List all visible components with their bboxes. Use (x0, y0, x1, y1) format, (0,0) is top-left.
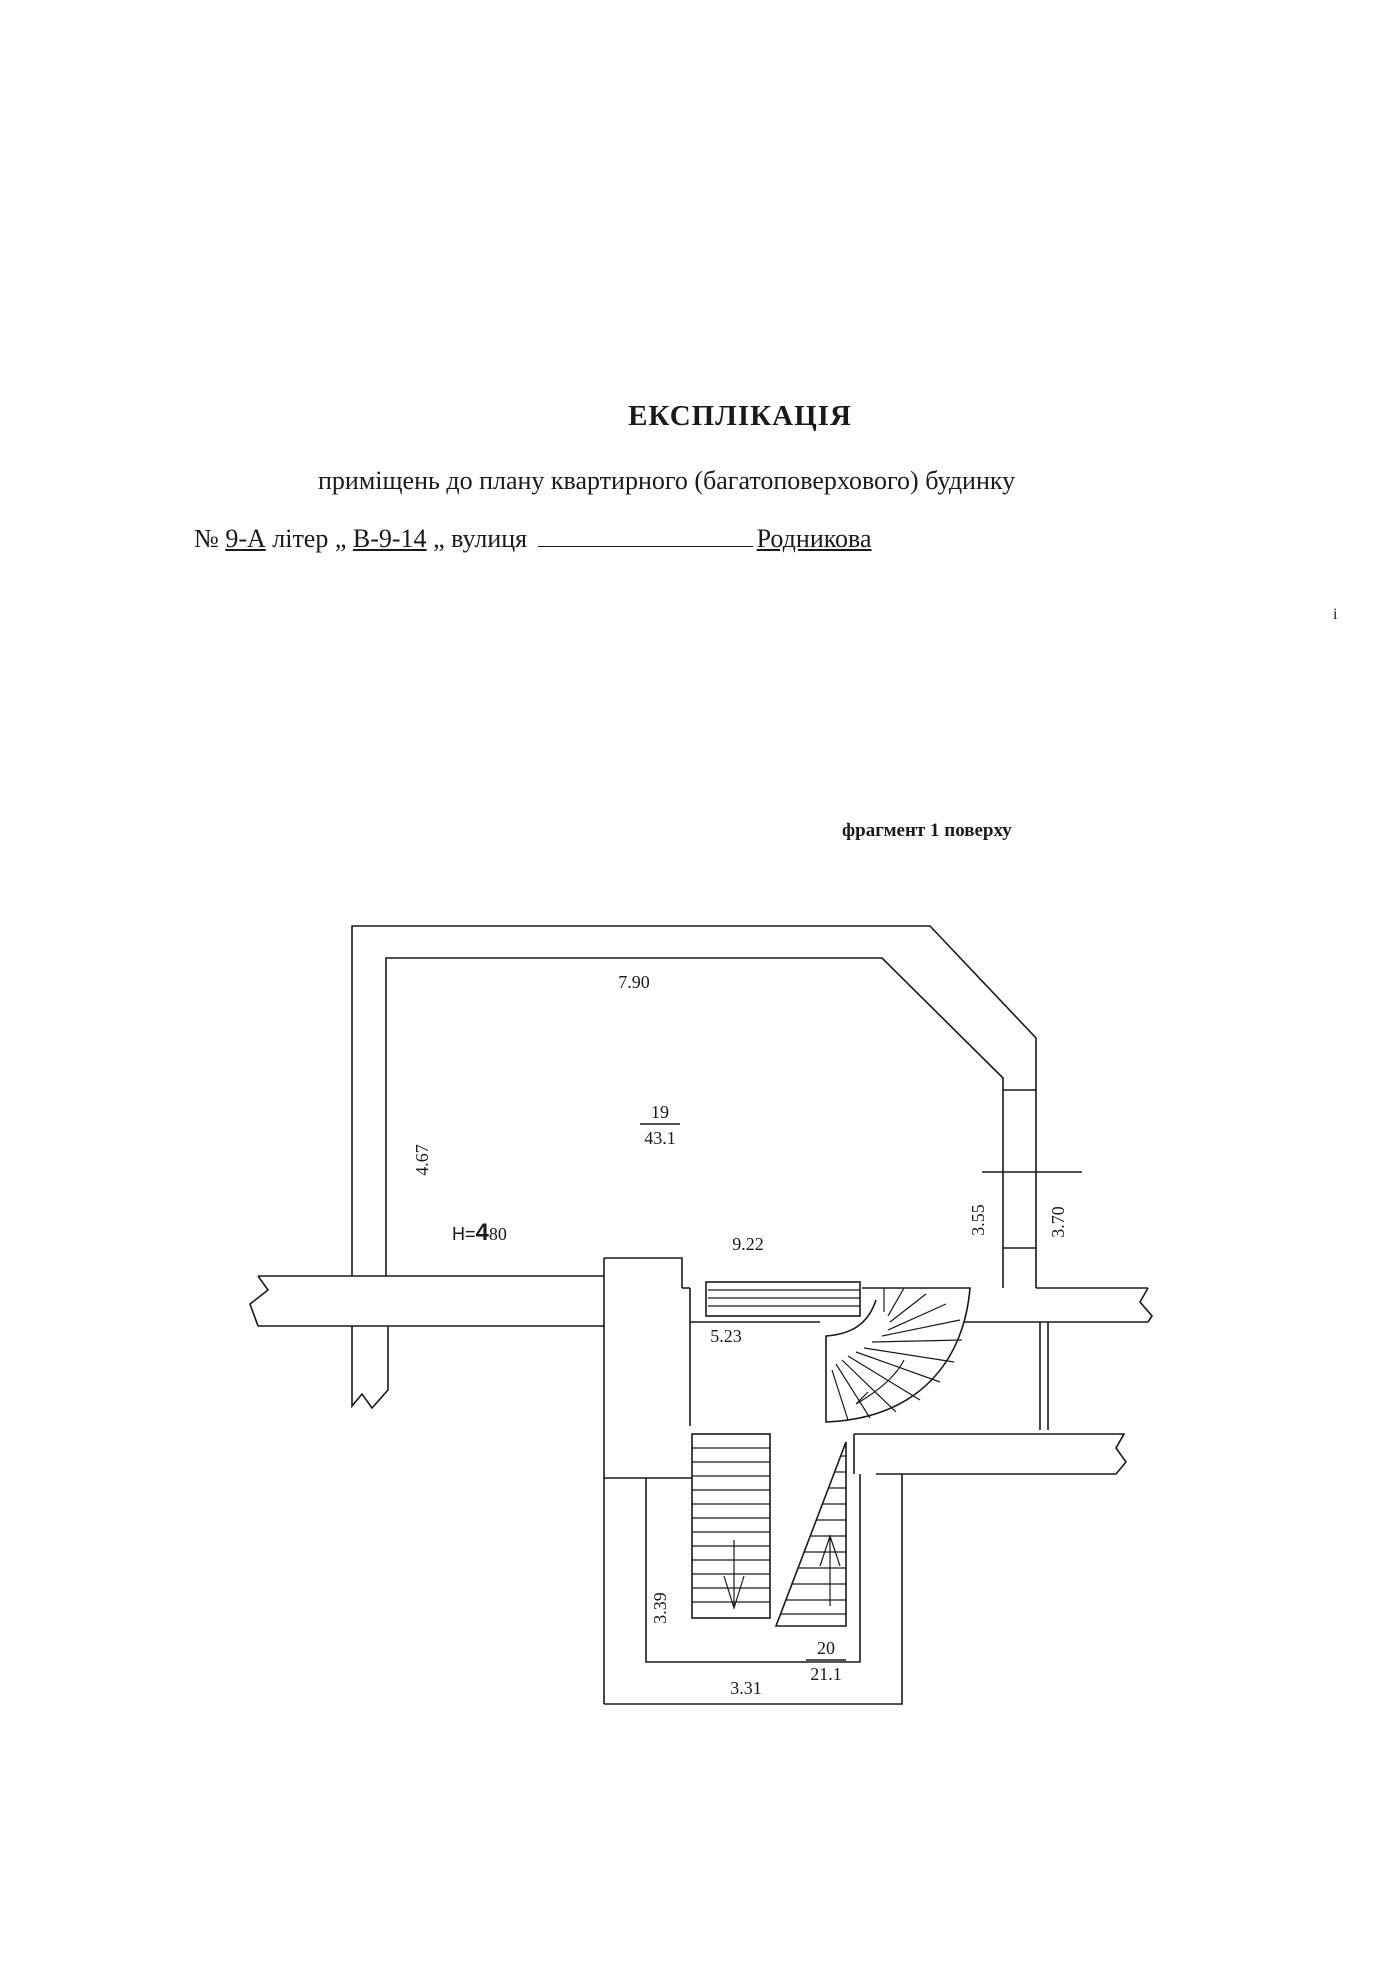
stair-down-arrow (723, 1540, 745, 1611)
stairwell-inner (645, 1474, 861, 1663)
stair-up (774, 1441, 847, 1627)
ceiling-height-prefix: Н= (452, 1224, 476, 1244)
stair-down-treads (692, 1447, 770, 1603)
lower-wing-top (854, 1433, 1128, 1475)
liter-label: літер „ (272, 524, 347, 553)
room-19-number: 19 (651, 1102, 669, 1122)
stairwell-outer (604, 1474, 903, 1705)
ceiling-height: Н=480 (452, 1219, 507, 1246)
liter-value: В-9-14 (352, 524, 427, 553)
fragment-label: фрагмент 1 поверху (842, 820, 1012, 841)
building-number: 9-А (225, 524, 266, 553)
dimension-right-inner: 3.55 (968, 1204, 988, 1236)
document-title: ЕКСПЛІКАЦІЯ (628, 400, 852, 432)
room-20-number: 20 (817, 1638, 835, 1658)
right-break (1139, 1287, 1154, 1323)
stray-mark: i (1333, 606, 1338, 623)
spiral-stair-treads (831, 1287, 963, 1421)
left-break (249, 1275, 270, 1327)
dimension-left: 4.67 (412, 1144, 432, 1176)
number-prefix: № (194, 524, 219, 553)
dimension-stair-landing: 5.23 (710, 1326, 742, 1346)
dimension-bottom: 9.22 (732, 1234, 764, 1254)
address-line: № 9-А літер „ В-9-14 „ вулиця Родникова (194, 524, 872, 554)
dimension-right-outer: 3.70 (1048, 1206, 1068, 1238)
room-19-inner-wall (385, 957, 1004, 1288)
room-20-area: 21.1 (810, 1664, 842, 1684)
spiral-arrow (855, 1359, 905, 1405)
room-19-outer-wall (351, 925, 1037, 1288)
landing-stair (705, 1281, 861, 1317)
dimension-lower-left: 3.39 (650, 1592, 670, 1624)
dimension-top: 7.90 (618, 972, 650, 992)
stair-down (691, 1433, 771, 1619)
street-label: „ вулиця (433, 524, 528, 553)
document-subtitle: приміщень до плану квартирного (багатопо… (318, 466, 1016, 495)
dimension-lower-bottom: 3.31 (730, 1678, 762, 1698)
central-column (604, 1257, 683, 1288)
stair-up-arrow (819, 1534, 841, 1606)
partition-left (351, 1326, 389, 1410)
spiral-stair-outer (825, 1287, 971, 1423)
ceiling-height-value: 80 (489, 1224, 507, 1244)
street-blank-line (537, 526, 753, 547)
ceiling-height-mark: 4 (476, 1219, 490, 1246)
street-name: Родникова (756, 524, 872, 553)
room-19-area: 43.1 (644, 1128, 676, 1148)
landing-stair-treads (708, 1289, 860, 1307)
